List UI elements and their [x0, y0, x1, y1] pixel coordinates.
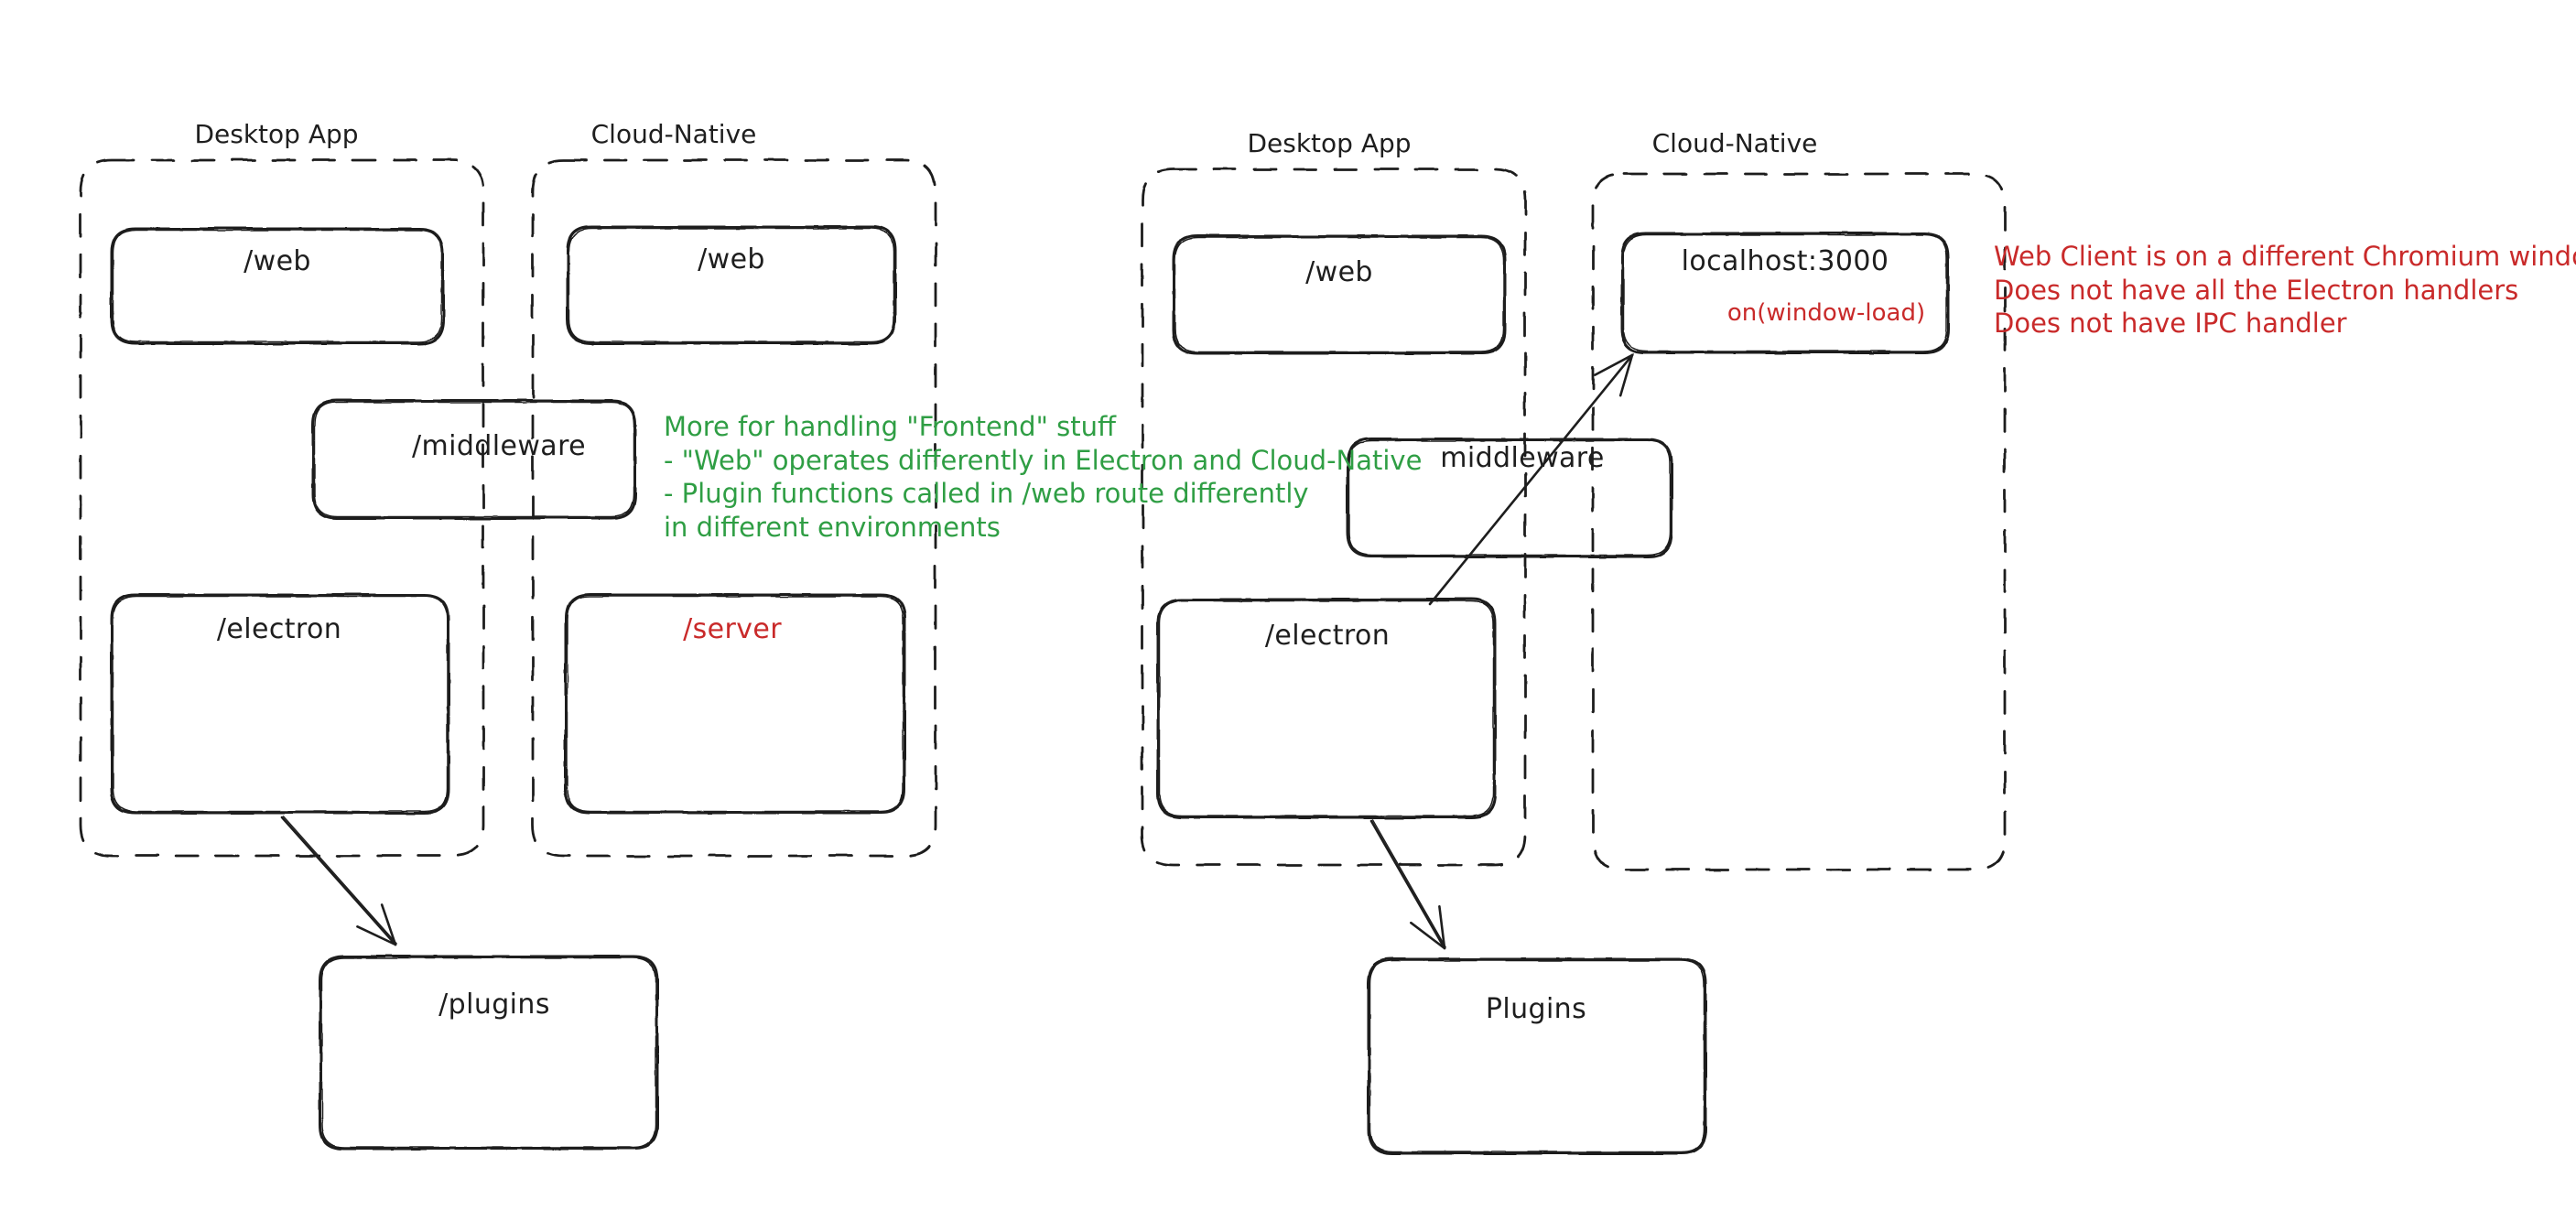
node-box-right-localhost	[1620, 232, 1950, 354]
annotation-line: Does not have IPC handler	[1994, 308, 2347, 340]
node-label-left-web-cloud: /web	[698, 243, 765, 276]
arrow-shaft-right-electron-to-plugins	[1369, 819, 1446, 950]
node-label-left-electron: /electron	[216, 613, 342, 645]
annotation-line: in different environments	[664, 511, 1001, 543]
node-label-right-electron: /electron	[1264, 620, 1391, 652]
group-container-right-desktop-app	[1141, 168, 1527, 867]
annotation-line: - "Web" operates differently in Electron…	[664, 444, 1423, 476]
annotation-line: Does not have all the Electron handlers	[1994, 274, 2519, 306]
node-box-echo-left-server	[566, 595, 904, 813]
annotation-line: Web Client is on a different Chromium wi…	[1994, 241, 2576, 272]
node-box-left-web-desktop	[110, 227, 445, 345]
node-label-right-middleware: middleware	[1440, 442, 1605, 474]
node-box-echo-right-electron	[1158, 600, 1495, 817]
node-box-left-middleware	[311, 399, 637, 520]
group-container-left-desktop-app	[79, 158, 485, 858]
node-box-echo-left-web-desktop	[112, 229, 443, 343]
annotation-frontend-note: More for handling "Frontend" stuff- "Web…	[664, 410, 1422, 544]
arrow-shaft-echo-right-electron-to-plugins	[1371, 819, 1446, 948]
node-box-echo-left-web-cloud	[568, 227, 895, 343]
arrow-head-b-right-electron-to-plugins	[1438, 905, 1446, 950]
node-label-left-web-desktop: /web	[244, 245, 311, 277]
arrow-shaft-echo-right-electron-to-localhost	[1430, 353, 1634, 604]
node-box-right-middleware	[1346, 438, 1673, 558]
node-sublabel-right-localhost: on(window-load)	[1726, 299, 1926, 327]
group-container-right-cloud-native	[1591, 172, 2007, 871]
node-box-echo-left-electron	[112, 595, 449, 813]
node-box-echo-left-plugins	[320, 956, 657, 1149]
node-box-right-web	[1172, 234, 1507, 355]
node-box-left-plugins	[319, 955, 659, 1151]
arrow-head-a-right-electron-to-localhost	[1618, 353, 1634, 397]
annotation-line: More for handling "Frontend" stuff	[664, 411, 1116, 442]
annotation-line: - Plugin functions called in /web route …	[664, 478, 1309, 510]
node-label-left-plugins: /plugins	[438, 989, 550, 1021]
node-box-left-server	[564, 593, 906, 815]
annotation-web-client-note: Web Client is on a different Chromium wi…	[1994, 240, 2576, 340]
node-box-left-web-cloud	[566, 225, 897, 345]
node-label-right-plugins: Plugins	[1485, 993, 1587, 1025]
node-box-echo-right-localhost	[1622, 233, 1948, 352]
arrow-head-a-right-electron-to-plugins	[1410, 921, 1446, 950]
arrow-head-b-left-electron-to-plugins	[380, 903, 397, 946]
node-box-echo-left-middleware	[313, 401, 635, 518]
node-box-right-plugins	[1367, 957, 1707, 1155]
node-box-right-electron	[1156, 598, 1497, 819]
node-label-right-web: /web	[1305, 256, 1373, 288]
arrow-shaft-left-electron-to-plugins	[280, 816, 397, 946]
group-label-right-cloud-native: Cloud-Native	[1651, 128, 1818, 158]
node-label-right-localhost: localhost:3000	[1681, 245, 1889, 277]
arrow-head-b-right-electron-to-localhost	[1594, 353, 1634, 376]
node-label-left-middleware: /middleware	[412, 430, 586, 462]
node-box-echo-right-middleware	[1348, 439, 1672, 557]
arrow-head-a-left-electron-to-plugins	[356, 925, 397, 946]
group-label-left-desktop-app: Desktop App	[194, 119, 359, 149]
node-label-left-server: /server	[683, 613, 782, 645]
arrow-shaft-echo-left-electron-to-plugins	[282, 816, 397, 945]
group-label-left-cloud-native: Cloud-Native	[590, 119, 757, 149]
group-label-right-desktop-app: Desktop App	[1247, 128, 1412, 158]
group-container-left-cloud-native	[531, 158, 937, 858]
node-box-echo-right-web	[1174, 236, 1505, 353]
node-box-left-electron	[110, 593, 450, 815]
node-box-echo-right-plugins	[1369, 959, 1705, 1153]
